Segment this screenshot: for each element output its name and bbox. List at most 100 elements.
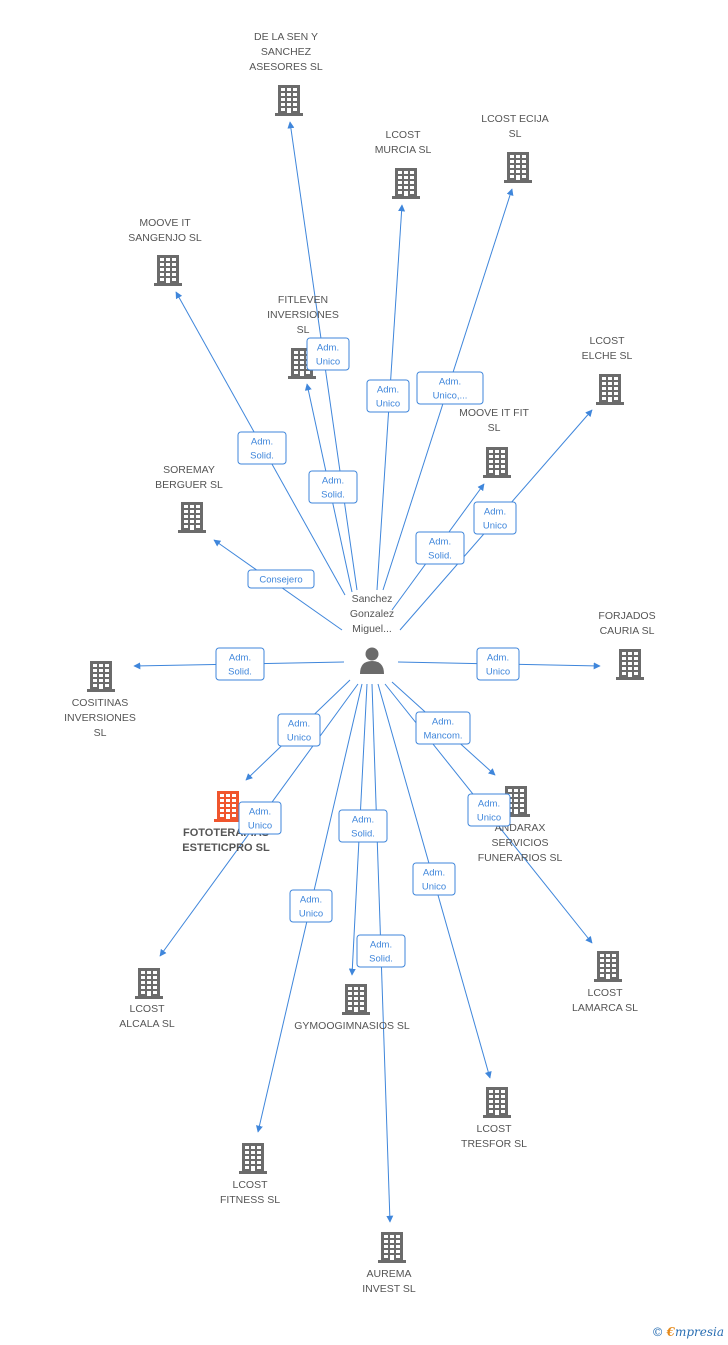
- company-label: COSITINAS: [72, 697, 129, 709]
- building-icon[interactable]: [504, 152, 532, 183]
- company-label: ELCHE SL: [582, 350, 633, 362]
- person-label: Sanchez: [352, 593, 393, 605]
- edge-label-text: Adm.: [300, 895, 322, 906]
- edge-label-box: [473, 501, 517, 535]
- building-icon[interactable]: [483, 447, 511, 478]
- building-icon[interactable]: [392, 168, 420, 199]
- edge-label-box: [416, 371, 484, 405]
- company-label: LCOST: [385, 129, 421, 141]
- edge-label-box: [467, 793, 511, 827]
- company-node-gymoo[interactable]: GYMOOGIMNASIOS SL: [294, 984, 410, 1032]
- building-icon[interactable]: [594, 951, 622, 982]
- company-label: INVEST SL: [362, 1283, 416, 1295]
- person-icon[interactable]: [360, 647, 384, 675]
- edge-label-fototerapias[interactable]: Adm.Unico: [277, 713, 321, 747]
- edge-label-text: Consejero: [259, 575, 302, 586]
- copyright-symbol: ©: [651, 1325, 664, 1339]
- edge-label-lcost-fitness[interactable]: Adm.Unico: [289, 889, 333, 923]
- person-node[interactable]: SanchezGonzalezMiguel...: [350, 593, 394, 674]
- edge-label-lcost-trefor[interactable]: Adm.Unico: [412, 862, 456, 896]
- company-node-moove-fit[interactable]: MOOVE IT FIT SL: [459, 407, 529, 478]
- company-label: MOOVE IT FIT: [459, 407, 529, 419]
- company-label: AUREMA: [367, 1268, 412, 1280]
- edge-label-box: [356, 934, 406, 968]
- edge-label-text: Unico: [422, 882, 446, 893]
- edge-label-soremay[interactable]: Consejero: [247, 569, 315, 589]
- company-label: SL: [509, 128, 522, 140]
- edge-label-text: Adm.: [487, 653, 509, 664]
- edge-label-text: Adm.: [484, 507, 506, 518]
- edge-label-cositinas[interactable]: Adm.Solid.: [215, 647, 265, 681]
- company-label: LCOST: [129, 1003, 165, 1015]
- company-node-lcost-murcia[interactable]: LCOST MURCIA SL: [375, 129, 432, 199]
- edge-label-lcost-murcia[interactable]: Adm.Unico: [366, 379, 410, 413]
- edge-label-moove-sangenjo[interactable]: Adm.Solid.: [237, 431, 287, 465]
- company-label: INVERSIONES: [267, 309, 339, 321]
- edge-label-moove-fit[interactable]: Adm.Solid.: [415, 531, 465, 565]
- edge-label-text: Adm.: [249, 807, 271, 818]
- company-label: SL: [488, 422, 501, 434]
- company-label: ASESORES SL: [249, 61, 323, 73]
- edge-label-gymoo[interactable]: Adm.Solid.: [338, 809, 388, 843]
- edge-label-lcost-ecija[interactable]: Adm.Unico,...: [416, 371, 484, 405]
- building-icon[interactable]: [154, 255, 182, 286]
- edge-label-lcost-alcala[interactable]: Adm.Unico: [238, 801, 282, 835]
- edge-label-andarax[interactable]: Adm.Mancom.: [415, 711, 471, 745]
- edge-label-de-la-sen[interactable]: Adm.Unico: [306, 337, 350, 371]
- building-icon[interactable]: [342, 984, 370, 1015]
- edge-label-text: Adm.: [322, 476, 344, 487]
- company-label: SL: [94, 727, 107, 739]
- brand-footer[interactable]: ©€mpresia: [652, 1325, 724, 1339]
- building-icon[interactable]: [616, 649, 644, 680]
- company-label: LCOST: [587, 987, 623, 999]
- building-icon[interactable]: [87, 661, 115, 692]
- company-label: LCOST: [232, 1179, 268, 1191]
- building-icon[interactable]: [596, 374, 624, 405]
- edge-label-text: Adm.: [478, 799, 500, 810]
- edge-label-text: Unico: [483, 521, 507, 532]
- edge-label-lcost-lamarca[interactable]: Adm. Unico: [467, 793, 511, 827]
- edge-label-box: [237, 431, 287, 465]
- edge-label-text: Adm.: [429, 537, 451, 548]
- building-icon[interactable]: [378, 1232, 406, 1263]
- edge-label-box: [338, 809, 388, 843]
- edge-label-text: Adm.: [229, 653, 251, 664]
- edge-label-fitleven[interactable]: Adm. Solid.: [308, 470, 358, 504]
- edge-label-text: Adm.: [432, 717, 454, 728]
- company-label: TRESFOR SL: [461, 1138, 527, 1150]
- edge-label-text: Unico,...: [433, 391, 468, 402]
- edge-label-lcost-elche[interactable]: Adm. Unico: [473, 501, 517, 535]
- edge-label-text: Unico: [477, 813, 501, 824]
- edge-label-text: Solid.: [351, 829, 375, 840]
- edge-label-text: Unico: [376, 399, 400, 410]
- edge-labels-layer: Adm.UnicoAdm.UnicoAdm.Unico,...Adm.Solid…: [215, 337, 520, 968]
- company-label: MURCIA SL: [375, 144, 432, 156]
- edge-label-text: Solid.: [321, 490, 345, 501]
- company-node-aurema[interactable]: AUREMA INVEST SL: [362, 1232, 416, 1295]
- building-icon[interactable]: [239, 1143, 267, 1174]
- building-icon[interactable]: [135, 968, 163, 999]
- building-icon[interactable]: [178, 502, 206, 533]
- edge-label-aurema[interactable]: Adm.Solid.: [356, 934, 406, 968]
- building-icon[interactable]: [275, 85, 303, 116]
- building-icon[interactable]: [483, 1087, 511, 1118]
- edge-label-forjados[interactable]: Adm. Unico: [476, 647, 520, 681]
- building-icon[interactable]: [214, 791, 242, 822]
- edge-label-text: Unico: [486, 667, 510, 678]
- edge-label-box: [308, 470, 358, 504]
- person-label: Gonzalez: [350, 608, 394, 620]
- company-label: SANCHEZ: [261, 46, 312, 58]
